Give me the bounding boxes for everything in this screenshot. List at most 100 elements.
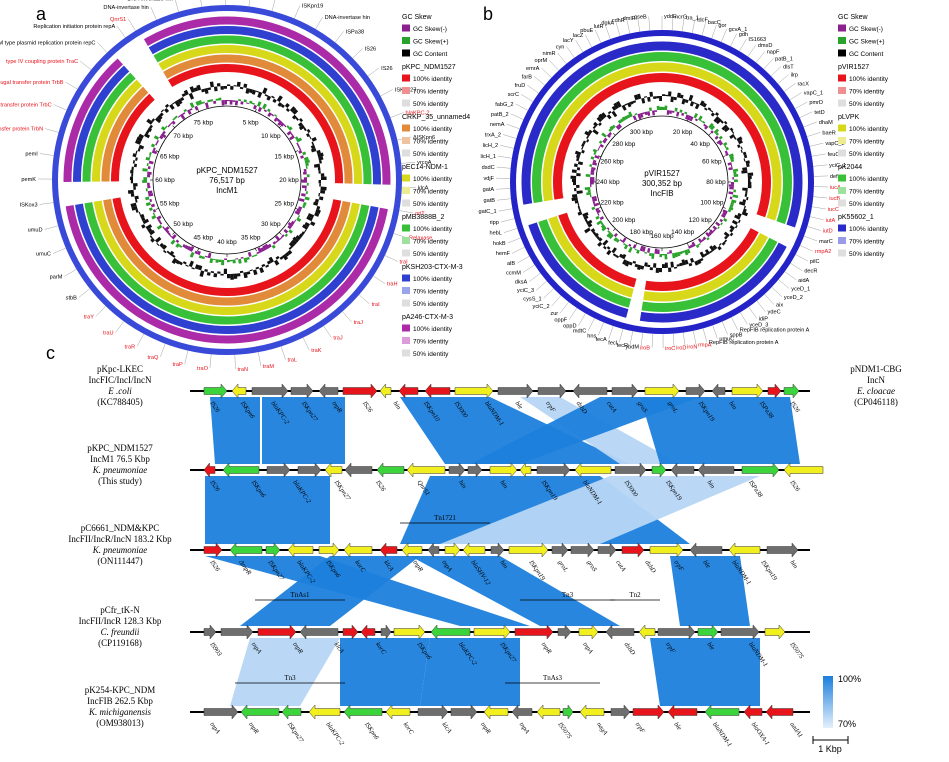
gc-content-bar [220,273,224,276]
leader-line [401,161,416,164]
gc-content-bar [132,160,136,164]
leader-line [511,247,525,254]
scale-tick [722,155,726,158]
gc-skew-bar [293,219,297,223]
gc-content-bar [592,125,597,130]
gc-skew-bar [171,234,177,240]
leader-line [651,333,654,348]
gc-content-bar [289,106,296,113]
legend-entry: 100% identity [849,226,889,233]
gc-skew-bar [229,100,233,105]
gc-skew-bar [145,188,148,192]
leader-line [557,52,567,64]
legend-entry: 50% identity [849,201,885,208]
gc-content-bar [207,87,212,91]
gene-label-b: tetD [814,110,824,116]
gc-content-bar [736,136,743,142]
gc-content-bar [320,173,325,177]
gc-content-bar [596,235,600,240]
gc-content-bar [721,241,726,246]
gc-content-bar [611,247,617,254]
leader-line [790,263,803,271]
gc-content-bar [276,95,283,103]
gc-content-bar [156,242,160,247]
tn-label: Tn3 [562,591,574,599]
gc-skew-bar [147,171,152,175]
ring-gap [634,278,647,291]
legend-entry: 70% identity [413,139,449,146]
identity-scale-bar [823,676,833,728]
gc-content-bar [745,160,750,165]
leader-line [795,254,809,262]
scale-tick [197,248,199,252]
gc-content-bar [729,228,734,233]
gc-skew-bar [598,140,603,144]
leader-line [334,31,344,43]
gc-skew-bar [287,221,294,228]
gc-content-bar [243,271,248,279]
gene-arrow [632,704,665,720]
gene-label-a: oriT [415,211,425,217]
gc-content-bar [615,254,619,259]
legend-entry: 100% identity [413,126,453,133]
gene-label-a: umuD [28,227,43,233]
gc-content-bar [280,103,285,109]
gc-skew-bar [634,113,638,116]
gene-label-a: traO [197,366,209,372]
leader-line [588,318,595,331]
gc-skew-bar [189,108,193,111]
ring-gap [379,184,391,210]
gc-content-bar [707,107,712,111]
track-label: E .coli [107,386,132,396]
leader-line [813,164,828,167]
leader-line [771,286,783,297]
leader-line [294,5,300,19]
gene-arrow [324,462,343,478]
gc-content-bar [303,127,307,132]
gene-arrow [644,383,680,399]
circle-a-center: pKPC_NDM1527 76,517 bp IncM1 [196,166,258,195]
gene-label-a: traI [372,302,381,308]
gene-label-b: ncrG [675,14,687,20]
gc-content-bar [291,114,297,120]
gc-content-bar [272,98,277,103]
gene-label-a: umuC [36,252,51,258]
leader-line [568,307,578,320]
gene-label-b: yddE [664,14,677,20]
gc-skew-bar [189,251,195,258]
leader-line [799,111,813,118]
leader-line [234,354,236,369]
gc-content-bar [274,259,280,266]
legend-swatch [838,224,846,232]
gene-arrow [731,383,764,399]
gc-skew-bar [254,254,258,257]
gc-content-bar [320,189,326,194]
gc-skew-bar [151,215,157,220]
gc-skew-bar [714,135,719,140]
circle-a-name: pKPC_NDM1527 [196,166,258,175]
gc-skew-bar [224,100,227,105]
gc-skew-bar [287,225,292,230]
legend-entry: 50% identity [849,101,885,108]
gene-label-a: traU [103,331,114,337]
legend-swatch [838,199,846,207]
gc-skew-bar [585,173,591,177]
gc-content-bar [622,259,628,265]
gc-skew-bar [685,114,689,120]
scale-tick [279,232,282,235]
gene-label-a: ble [278,0,285,1]
gc-content-bar [141,216,146,222]
leader-line [764,294,775,305]
gc-content-bar [194,264,200,270]
leader-line [64,269,77,277]
gene-name-label: tnpR [540,641,553,655]
gc-skew-bar [727,162,732,166]
gc-content-bar [583,215,589,220]
gene-label-b: ydeC [768,310,781,316]
gc-content-bar [137,147,141,152]
gc-skew-bar [664,105,668,111]
gc-content-bar [689,101,695,107]
gc-content-bar [573,187,577,192]
gc-skew-bar [725,152,729,157]
leader-line [536,280,547,291]
